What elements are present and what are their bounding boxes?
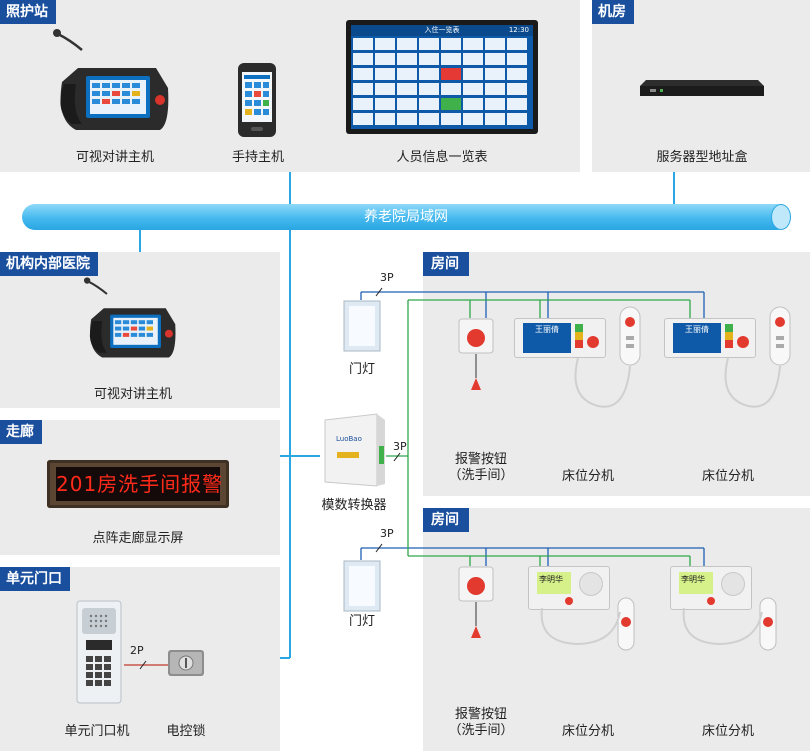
bed-unit-1a-name: 王丽倩 xyxy=(535,325,559,334)
bed-unit-2a-label: 床位分机 xyxy=(561,724,614,739)
wire-slash-door xyxy=(139,660,147,670)
converter-brand: LuoBao xyxy=(336,435,362,443)
door-unit-icon xyxy=(76,600,122,704)
handheld-host-icon xyxy=(238,63,276,137)
room-bus-lines xyxy=(360,291,705,566)
bed-unit-1b-call-icon xyxy=(737,336,749,348)
bed-unit-1b-status xyxy=(725,324,733,348)
bed-unit-2a-call-icon xyxy=(565,597,573,605)
clinic-intercom-host-label: 可视对讲主机 xyxy=(93,387,172,402)
lan-bus: 养老院局域网 xyxy=(22,204,791,230)
section-tag-room-1: 房间 xyxy=(423,252,469,276)
door-light-1-icon xyxy=(343,300,381,352)
bed-unit-1a-status xyxy=(575,324,583,348)
bed-unit-2a-speaker-icon xyxy=(579,572,603,596)
staff-info-board: 入住一览表 12:30 xyxy=(346,20,538,134)
bed-unit-2a-name: 李明华 xyxy=(539,575,563,584)
bed-unit-2b-handset-icon xyxy=(682,597,777,651)
bed-unit-1b-handset-icon xyxy=(724,306,791,408)
alarm-button-1-label: 报警按钮 （洗手间） xyxy=(448,452,514,483)
converter-icon xyxy=(324,413,385,487)
wire-slash-room1 xyxy=(375,287,383,297)
bed-unit-2a-screen: 李明华 xyxy=(537,572,571,594)
room1-wire-label: 3P xyxy=(380,271,394,284)
staff-info-board-screen: 入住一览表 12:30 xyxy=(351,25,533,129)
section-tag-clinic: 机构内部医院 xyxy=(0,252,98,276)
converter-wire-label: 3P xyxy=(393,440,407,453)
section-tag-unit-door: 单元门口 xyxy=(0,567,70,591)
alarm-button-1-icon xyxy=(458,318,494,390)
door-light-2-icon xyxy=(343,560,381,612)
section-tag-machine-room: 机房 xyxy=(592,0,634,24)
converter-bus-lines xyxy=(386,299,691,566)
video-intercom-host-label: 可视对讲主机 xyxy=(75,150,154,165)
bed-unit-1b-screen: 王丽倩 xyxy=(673,323,721,353)
server-address-box-label: 服务器型地址盒 xyxy=(656,150,748,165)
server-address-box-icon xyxy=(640,80,764,96)
bed-unit-2b-call-icon xyxy=(707,597,715,605)
board-grid xyxy=(353,38,527,125)
bed-unit-2a-handset-icon xyxy=(540,597,635,651)
door-light-2-label: 门灯 xyxy=(348,614,375,629)
bed-unit-1b: 王丽倩 xyxy=(664,318,756,358)
lan-pipe-end xyxy=(771,204,791,230)
section-tag-corridor: 走廊 xyxy=(0,420,42,444)
bed-unit-1b-label: 床位分机 xyxy=(701,469,754,484)
section-tag-nurse-station: 照护站 xyxy=(0,0,56,24)
bed-unit-2a: 李明华 xyxy=(528,566,610,610)
electric-lock-label: 电控锁 xyxy=(166,724,206,739)
bed-unit-2b-speaker-icon xyxy=(721,572,745,596)
electric-lock-icon xyxy=(168,650,204,676)
led-display-text: 201房洗手间报警 xyxy=(56,467,222,501)
board-time: 12:30 xyxy=(508,26,529,34)
bed-unit-1a-label: 床位分机 xyxy=(561,469,614,484)
lan-label: 养老院局域网 xyxy=(364,209,448,225)
handheld-host-label: 手持主机 xyxy=(231,150,284,165)
converter-label: 模数转换器 xyxy=(321,498,387,513)
bed-unit-2b-name: 李明华 xyxy=(681,575,705,584)
bed-unit-1a: 王丽倩 xyxy=(514,318,606,358)
led-corridor-display: 201房洗手间报警 xyxy=(47,460,229,508)
bed-unit-1b-name: 王丽倩 xyxy=(685,325,709,334)
door-unit-label: 单元门口机 xyxy=(64,724,130,739)
wire-slash-converter xyxy=(393,452,401,462)
bed-unit-2b-label: 床位分机 xyxy=(701,724,754,739)
video-intercom-host-icon xyxy=(53,29,169,130)
bed-unit-1a-screen: 王丽倩 xyxy=(523,323,571,353)
clinic-intercom-host-icon xyxy=(83,277,176,358)
door-wire-label: 2P xyxy=(130,644,144,657)
board-header-title: 入住一览表 xyxy=(351,25,533,36)
panel-room-1 xyxy=(423,252,810,496)
door-light-1-label: 门灯 xyxy=(348,362,375,377)
bed-unit-2b: 李明华 xyxy=(670,566,752,610)
bed-unit-1a-call-icon xyxy=(587,336,599,348)
lan-backbone-lines xyxy=(139,172,675,659)
section-tag-room-2: 房间 xyxy=(423,508,469,532)
led-display-label: 点阵走廊显示屏 xyxy=(92,531,184,546)
room2-wire-label: 3P xyxy=(380,527,394,540)
wire-slash-room2 xyxy=(375,543,383,553)
alarm-button-2-icon xyxy=(458,566,494,638)
panel-unit-door xyxy=(0,567,280,751)
bed-unit-1a-handset-icon xyxy=(574,306,641,408)
staff-info-board-label: 人员信息一览表 xyxy=(396,150,488,165)
alarm-button-2-label: 报警按钮 （洗手间） xyxy=(448,707,514,738)
bed-unit-2b-screen: 李明华 xyxy=(679,572,713,594)
